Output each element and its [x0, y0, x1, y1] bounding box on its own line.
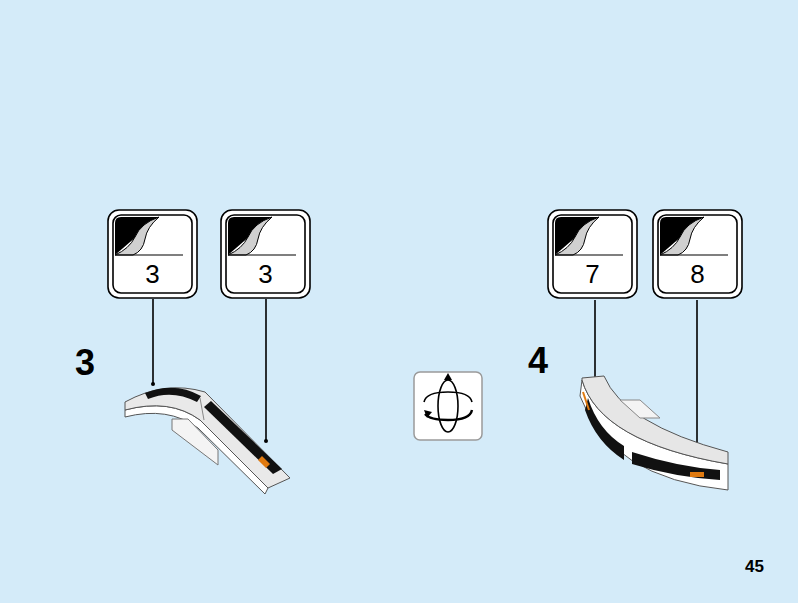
- sticker-number: 3: [258, 259, 272, 299]
- step-number: 4: [528, 343, 548, 379]
- sticker-number: 3: [145, 259, 159, 299]
- page-number: 45: [745, 558, 764, 575]
- sticker-callout: 3: [220, 209, 311, 299]
- curved-piece-right: [580, 376, 728, 490]
- sticker-callout: 8: [652, 209, 743, 299]
- sticker-callout: 7: [547, 209, 638, 299]
- rotate-icon: [414, 372, 482, 440]
- sticker-number: 8: [690, 259, 704, 299]
- step-number: 3: [75, 345, 95, 381]
- curved-tile-left: [125, 388, 290, 494]
- sticker-callout: 3: [107, 209, 198, 299]
- sticker-number: 7: [585, 259, 599, 299]
